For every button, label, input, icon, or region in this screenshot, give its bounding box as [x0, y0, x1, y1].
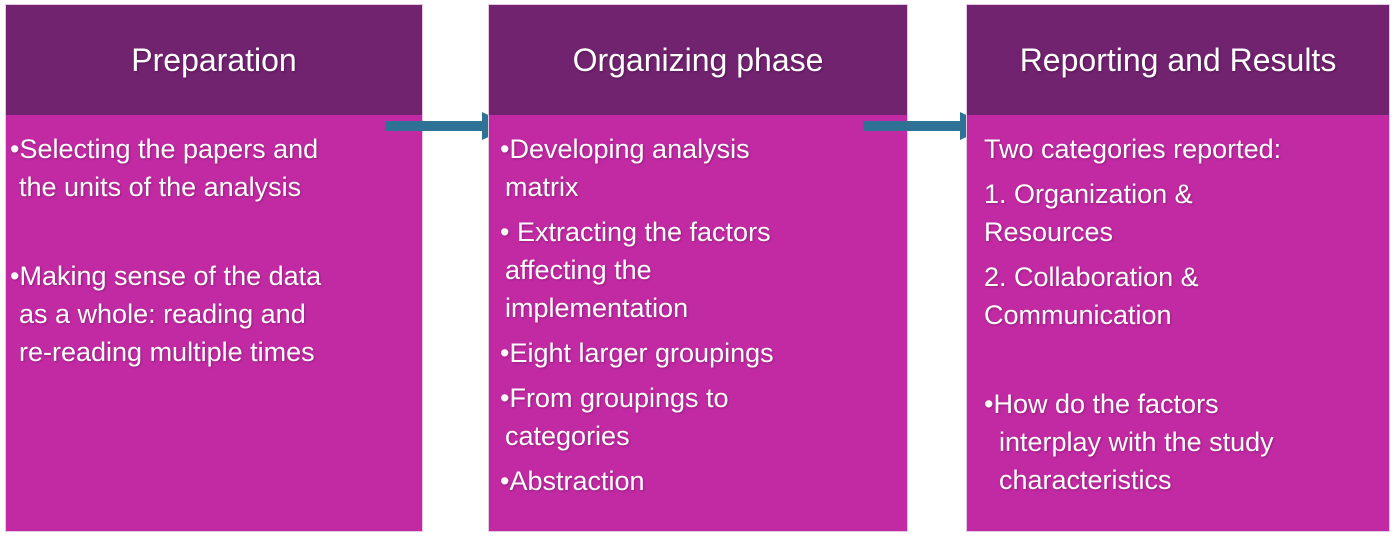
text-line: Resources [984, 217, 1114, 247]
bullet-item: •Eight larger groupings [500, 334, 897, 372]
bullet-line: re-reading multiple times [19, 337, 315, 367]
bullet-line: • Extracting the factors [500, 217, 771, 247]
bullet-line: characteristics [999, 465, 1172, 495]
text-item: 2. Collaboration & Communication [984, 258, 1379, 334]
arrow-shaft [863, 121, 962, 131]
stage-box-reporting-and-results: Reporting and Results Two categories rep… [966, 4, 1390, 532]
bullet-line: •How do the factors [984, 389, 1219, 419]
bullet-line: the units of the analysis [19, 172, 302, 202]
stage-title: Organizing phase [572, 41, 824, 78]
bullet-item: • Extracting the factors affecting the i… [500, 213, 897, 327]
bullet-line: •Eight larger groupings [500, 338, 774, 368]
bullet-item: •From groupings to categories [500, 379, 897, 455]
bullet-item: •Abstraction [500, 462, 897, 500]
text-line: 1. Organization & [984, 179, 1193, 209]
bullet-line: •Making sense of the data [10, 261, 322, 291]
stage-header-organizing-phase: Organizing phase [489, 5, 907, 115]
bullet-item: •Making sense of the data as a whole: re… [10, 257, 412, 371]
stage-header-reporting-and-results: Reporting and Results [967, 5, 1389, 115]
stage-body-reporting-and-results: Two categories reported: 1. Organization… [967, 115, 1389, 531]
bullet-line: •From groupings to [500, 383, 729, 413]
stage-body-preparation: •Selecting the papers and the units of t… [6, 115, 422, 531]
bullet-line: •Developing analysis [500, 134, 750, 164]
stage-title: Reporting and Results [1019, 41, 1337, 78]
bullet-line: •Abstraction [500, 466, 645, 496]
bullet-line: implementation [505, 293, 689, 323]
bullet-item: •Developing analysis matrix [500, 130, 897, 206]
text-line: 2. Collaboration & [984, 262, 1199, 292]
bullet-line: matrix [505, 172, 579, 202]
bullet-line: categories [505, 421, 630, 451]
bullet-line: as a whole: reading and [19, 299, 306, 329]
bullet-item: •How do the factors interplay with the s… [984, 385, 1379, 499]
bullet-item: •Selecting the papers and the units of t… [10, 130, 412, 206]
stage-box-organizing-phase: Organizing phase •Developing analysis ma… [488, 4, 908, 532]
text-item: 1. Organization & Resources [984, 175, 1379, 251]
text-line: Two categories reported: [984, 134, 1282, 164]
text-item: Two categories reported: [984, 130, 1379, 168]
bullet-line: affecting the [505, 255, 652, 285]
stage-box-preparation: Preparation •Selecting the papers and th… [5, 4, 423, 532]
stage-header-preparation: Preparation [6, 5, 422, 115]
stage-body-organizing-phase: •Developing analysis matrix • Extracting… [489, 115, 907, 531]
arrow-shaft [385, 121, 484, 131]
stage-title: Preparation [131, 41, 297, 78]
bullet-line: •Selecting the papers and [10, 134, 319, 164]
bullet-line: interplay with the study [999, 427, 1274, 457]
text-line: Communication [984, 300, 1172, 330]
